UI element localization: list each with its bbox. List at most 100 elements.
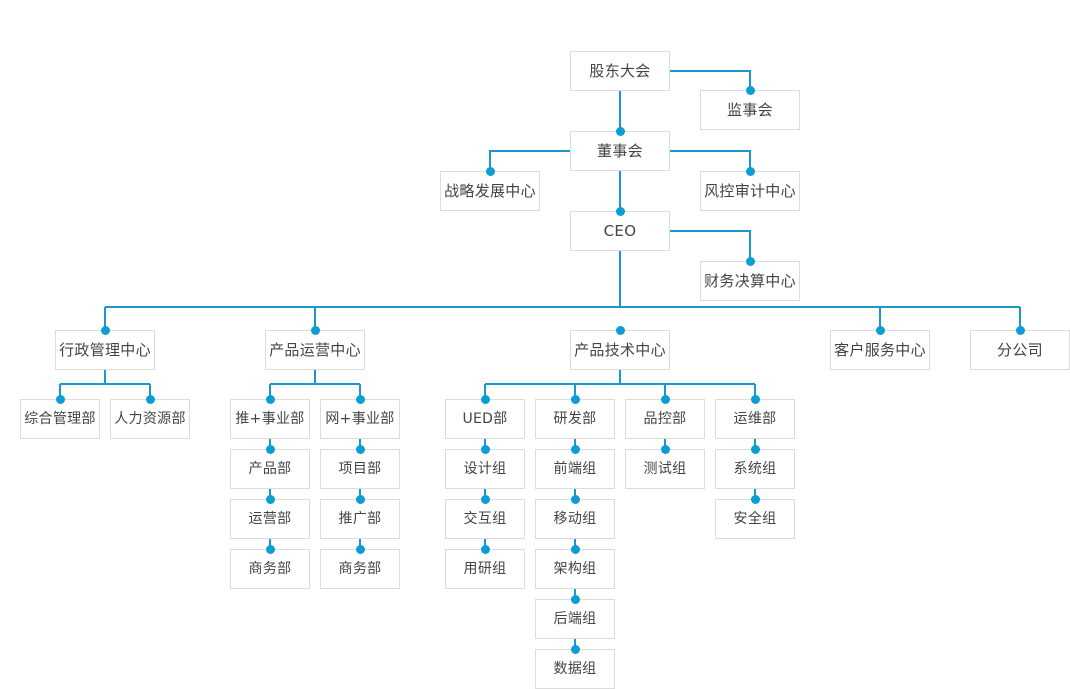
connector-dot [750,394,760,404]
org-node[interactable]: 风控审计中心 [700,171,800,211]
org-node[interactable]: 综合管理部 [20,399,100,439]
org-node[interactable]: 前端组 [535,449,615,489]
connector-dot [480,494,490,504]
org-node-label: 财务决算中心 [704,271,796,290]
connector-dot [355,444,365,454]
org-node[interactable]: 品控部 [625,399,705,439]
connector-dot [875,325,885,335]
org-node-label: 商务部 [248,561,292,577]
org-node[interactable]: 董事会 [570,131,670,171]
org-node[interactable]: 产品技术中心 [570,330,670,370]
org-node-label: 董事会 [597,141,643,160]
connector-dot [745,256,755,266]
connector-dot [355,494,365,504]
org-node-label: 交互组 [463,511,507,527]
org-node-label: 后端组 [553,611,597,627]
org-node[interactable]: UED部 [445,399,525,439]
connector-dot [750,494,760,504]
connector-dot [355,394,365,404]
org-node[interactable]: 项目部 [320,449,400,489]
org-node[interactable]: 设计组 [445,449,525,489]
org-node-label: UED部 [462,411,508,427]
org-node-label: 安全组 [733,511,777,527]
org-node-label: 产品运营中心 [269,340,361,359]
org-node-label: 数据组 [553,661,597,677]
connector-line [670,150,751,171]
org-node[interactable]: 测试组 [625,449,705,489]
org-node-label: 分公司 [997,340,1043,359]
org-node[interactable]: 研发部 [535,399,615,439]
org-node[interactable]: 推+事业部 [230,399,310,439]
connector-line [670,230,751,261]
org-node[interactable]: 行政管理中心 [55,330,155,370]
connector-dot [745,166,755,176]
org-node-label: 商务部 [338,561,382,577]
org-node[interactable]: 商务部 [320,549,400,589]
connector-dot [485,166,495,176]
org-node-label: 推广部 [338,511,382,527]
org-node-label: 战略发展中心 [444,181,536,200]
org-node[interactable]: 网+事业部 [320,399,400,439]
org-node-label: 运维部 [733,411,777,427]
org-node[interactable]: 移动组 [535,499,615,539]
org-node[interactable]: 战略发展中心 [440,171,540,211]
org-node-label: 推+事业部 [235,411,305,427]
connector-dot [265,444,275,454]
org-node[interactable]: 客户服务中心 [830,330,930,370]
connector-dot [265,544,275,554]
org-node[interactable]: 安全组 [715,499,795,539]
connector-dot [480,544,490,554]
org-node[interactable]: 架构组 [535,549,615,589]
org-node[interactable]: 人力资源部 [110,399,190,439]
org-node-label: 架构组 [553,561,597,577]
connector-dot [570,394,580,404]
org-node-label: 测试组 [643,461,687,477]
connector-dot [480,444,490,454]
org-node-label: 品控部 [643,411,687,427]
org-node-label: 设计组 [463,461,507,477]
org-node[interactable]: 产品运营中心 [265,330,365,370]
connector-dot [145,394,155,404]
org-node[interactable]: 产品部 [230,449,310,489]
org-node-label: 系统组 [733,461,777,477]
org-node[interactable]: 后端组 [535,599,615,639]
connector-dot [310,325,320,335]
org-node-label: 人力资源部 [114,411,186,427]
connector-dot [570,444,580,454]
org-node[interactable]: 财务决算中心 [700,261,800,301]
connector-line [670,70,751,90]
connector-dot [745,85,755,95]
org-node-label: 移动组 [553,511,597,527]
org-node[interactable]: 推广部 [320,499,400,539]
org-node-label: 综合管理部 [24,411,96,427]
connector-dot [355,544,365,554]
org-node-label: 网+事业部 [325,411,395,427]
org-node-label: 客户服务中心 [834,340,926,359]
connector-dot [615,206,625,216]
org-node[interactable]: 交互组 [445,499,525,539]
org-node-label: 股东大会 [589,61,651,80]
org-node-label: 研发部 [553,411,597,427]
org-node[interactable]: 股东大会 [570,51,670,91]
connector-dot [750,444,760,454]
connector-dot [265,494,275,504]
org-node[interactable]: 数据组 [535,649,615,689]
connector-dot [615,325,625,335]
org-node[interactable]: 运营部 [230,499,310,539]
org-node[interactable]: 商务部 [230,549,310,589]
connector-dot [570,544,580,554]
org-node-label: 行政管理中心 [59,340,151,359]
org-node[interactable]: 系统组 [715,449,795,489]
org-node[interactable]: 监事会 [700,90,800,130]
org-node[interactable]: 用研组 [445,549,525,589]
org-node-label: 前端组 [553,461,597,477]
org-node-label: 产品部 [248,461,292,477]
connector-dot [570,594,580,604]
org-node[interactable]: 分公司 [970,330,1070,370]
connector-dot [660,444,670,454]
org-node[interactable]: 运维部 [715,399,795,439]
org-node[interactable]: CEO [570,211,670,251]
connector-dot [615,126,625,136]
connector-dot [570,644,580,654]
